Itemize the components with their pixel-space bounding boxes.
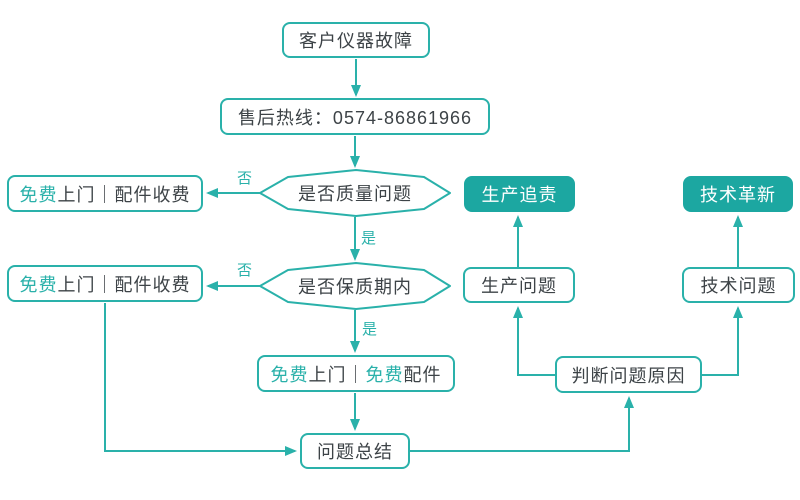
decision-warranty-shape	[259, 262, 451, 310]
decision-quality-shape	[259, 169, 451, 217]
node-hotline-label: 售后热线：0574-86861966	[237, 107, 473, 128]
free-accent: 免费	[270, 364, 309, 385]
node-problem-summary: 问题总结	[300, 433, 410, 469]
paid-parts-text: 上门｜配件收费	[57, 184, 191, 205]
edge-label-quality-no: 否	[237, 170, 253, 187]
node-free-visit-paid-parts-2: 免费上门｜配件收费	[7, 265, 203, 302]
node-production-issue-label: 生产问题	[481, 276, 557, 296]
edge-judge-to-production-issue	[513, 306, 555, 376]
visit-text: 上门｜	[308, 364, 366, 385]
edge-summary-to-judge	[410, 396, 634, 452]
node-tech-innovation-label: 技术革新	[700, 185, 776, 205]
parts-text: 配件	[403, 364, 442, 385]
decision-warranty-label: 是否保质期内	[298, 277, 412, 297]
free-accent: 免费	[19, 184, 58, 205]
free-accent: 免费	[365, 364, 404, 385]
decision-quality-label: 是否质量问题	[298, 184, 412, 204]
node-free-visit-paid-parts-1: 免费上门｜配件收费	[7, 175, 203, 212]
node-production-issue: 生产问题	[463, 267, 575, 303]
node-tech-issue-label: 技术问题	[700, 276, 777, 296]
edge-label-warranty-yes: 是	[362, 321, 378, 338]
edge-nowarranty-to-summary	[104, 303, 297, 456]
node-tech-issue: 技术问题	[682, 267, 795, 303]
node-tech-innovation: 技术革新	[683, 176, 793, 212]
node-production-trace: 生产追责	[464, 176, 575, 212]
edge-label-warranty-no: 否	[237, 262, 253, 279]
node-problem-summary-label: 问题总结	[317, 442, 393, 462]
node-production-trace-label: 生产追责	[481, 185, 558, 205]
node-judge-cause: 判断问题原因	[555, 356, 702, 393]
node-customer-fault-label: 客户仪器故障	[299, 31, 413, 51]
free-accent: 免费	[19, 274, 58, 295]
node-customer-fault: 客户仪器故障	[282, 22, 430, 58]
node-hotline: 售后热线：0574-86861966	[220, 98, 490, 135]
paid-parts-text: 上门｜配件收费	[57, 274, 191, 295]
edge-label-quality-yes: 是	[361, 230, 377, 247]
node-judge-cause-label: 判断问题原因	[571, 365, 686, 386]
edge-judge-to-tech-issue	[702, 306, 743, 376]
node-free-visit-free-parts: 免费上门｜免费配件	[257, 355, 455, 392]
